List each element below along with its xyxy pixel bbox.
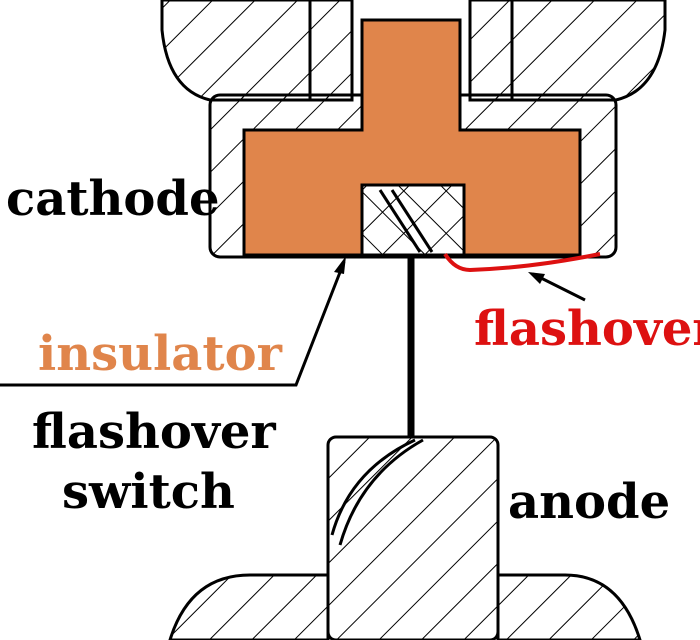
trigger-pin	[360, 183, 466, 257]
anode-label: anode	[508, 474, 670, 530]
flashover-arc	[443, 252, 601, 273]
flashover-switch-label-line1: flashover	[32, 404, 276, 460]
flashover-pointer-arrow	[528, 272, 586, 302]
anode-bottom-electrode	[168, 573, 642, 640]
anode-block	[326, 435, 500, 640]
flashover-switch-label-line2: switch	[62, 464, 235, 520]
insulator-pointer-arrow	[0, 256, 346, 387]
insulator-label: insulator	[38, 326, 283, 382]
cathode-label: cathode	[6, 171, 220, 227]
flashover-label: flashover	[474, 301, 700, 357]
